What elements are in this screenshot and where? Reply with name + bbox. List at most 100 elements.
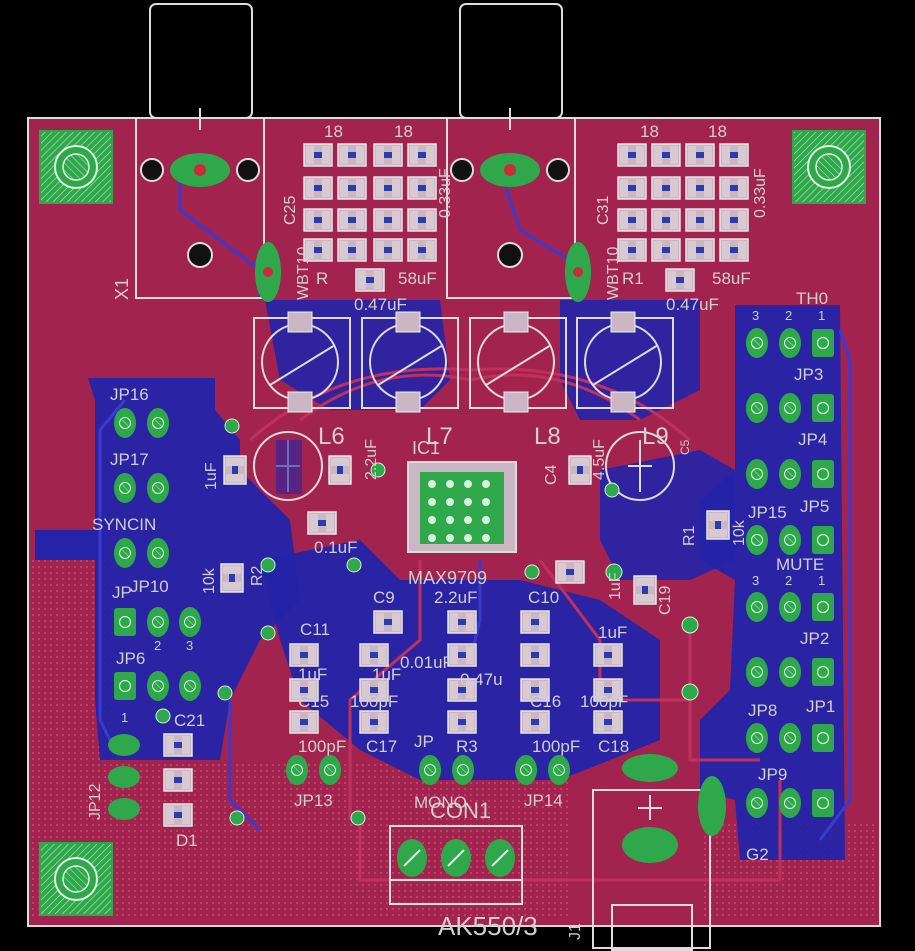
label-l7: L7	[426, 423, 453, 450]
header-pads-jp12	[108, 734, 140, 820]
label-jp10: JP10	[130, 577, 169, 596]
label-th0: TH0	[796, 289, 828, 308]
pin-label-2-left: 2	[154, 638, 161, 653]
pin-label-1-left: 1	[121, 710, 128, 725]
label-10k-left: 10k	[201, 567, 218, 594]
label-22uf-left: 2.2uF	[363, 439, 380, 480]
label-c19: C19	[657, 586, 674, 615]
rca-connector-left	[135, 3, 265, 299]
label-1uf-center: 1uF	[598, 623, 627, 642]
label-047uf-left: 0.47uF	[354, 295, 407, 314]
label-c18: C18	[598, 737, 629, 756]
inductor-l8	[469, 311, 567, 413]
label-con1: CON1	[430, 798, 491, 823]
label-58uf-right: 58uF	[712, 269, 751, 288]
label-jp: JP	[414, 732, 434, 751]
label-047uf-right: 0.47uF	[666, 295, 719, 314]
label-jp15: JP15	[748, 503, 787, 522]
label-jp3: JP3	[794, 365, 823, 384]
label-jp2: JP2	[800, 629, 829, 648]
mounting-hole-tl	[39, 130, 113, 204]
label-jp5: JP5	[800, 497, 829, 516]
label-l9: L9	[642, 423, 669, 450]
label-jp8: JP8	[748, 701, 777, 720]
label-1uf-b: 1uF	[372, 665, 401, 684]
rca-pads-left	[140, 153, 281, 302]
label-ic1: IC1	[412, 438, 440, 458]
label-l6: L6	[318, 423, 345, 450]
blue-pour-top-right	[560, 300, 700, 420]
label-c15: C15	[298, 692, 329, 711]
dotted-ground-bottom2	[120, 760, 570, 920]
label-c5: C5	[678, 439, 692, 455]
mounting-hole-bl	[39, 842, 113, 916]
label-100pf-c: 100pF	[298, 737, 346, 756]
rca-connector-right	[446, 3, 576, 299]
label-1uf-left: 1uF	[203, 462, 220, 490]
label-01uf: 0.1uF	[314, 538, 357, 557]
label-r1: R1	[681, 525, 698, 546]
label-1uf-right: 1uF	[607, 572, 624, 600]
inductor-l9	[576, 311, 674, 413]
label-033uf-left: 0.33uF	[437, 168, 454, 218]
label-10k-right: 10k	[731, 519, 748, 546]
label-18-b: 18	[394, 122, 413, 141]
label-c9: C9	[373, 588, 395, 607]
label-58uf-left: 58uF	[398, 269, 437, 288]
label-45uf: 4.5uF	[591, 439, 608, 480]
label-r2: R2	[249, 565, 266, 586]
label-max9709: MAX9709	[408, 568, 487, 588]
pin-label-1-right-b: 1	[818, 573, 825, 588]
blue-pour-right	[700, 305, 845, 860]
label-wbt-left: WBT10	[295, 247, 312, 300]
terminal-block-con1	[389, 825, 523, 905]
traces-bottom	[98, 169, 852, 841]
label-c4: C4	[543, 464, 560, 485]
label-18-d: 18	[708, 122, 727, 141]
label-22uf-center: 2.2uF	[434, 588, 477, 607]
label-r-left: R	[316, 269, 328, 288]
pin-label-3-left: 3	[186, 638, 193, 653]
label-mono: MONO	[414, 793, 467, 812]
label-jp1: JP1	[806, 697, 835, 716]
pin-label-2-right: 2	[785, 308, 792, 323]
label-100pf-b: 100pF	[580, 692, 628, 711]
label-100pf-a: 100pF	[350, 692, 398, 711]
label-ak550: AK550/3	[438, 911, 538, 941]
label-jp9: JP9	[758, 765, 787, 784]
label-jp4: JP4	[798, 430, 827, 449]
label-jp6: JP6	[116, 649, 145, 668]
label-x1: X1	[112, 278, 132, 300]
label-jp-left: JP	[112, 583, 132, 602]
pin-label-3-right-b: 3	[752, 573, 759, 588]
inductor-l6	[253, 311, 351, 413]
electrolytic-cap-left	[253, 431, 323, 501]
label-1uf-a: 1uF	[298, 665, 327, 684]
mounting-hole-tr	[792, 130, 866, 204]
label-jp12: JP12	[87, 783, 104, 820]
label-c16: C16	[530, 692, 561, 711]
label-r-right: R1	[622, 269, 644, 288]
pin-label-1-right: 1	[818, 308, 825, 323]
label-syncin: SYNCIN	[92, 515, 156, 534]
label-r3: R3	[456, 737, 478, 756]
label-jp14: JP14	[524, 791, 563, 810]
label-wbt-right: WBT10	[605, 247, 622, 300]
label-j1: J1	[567, 923, 584, 940]
pin-label-3-right: 3	[752, 308, 759, 323]
label-c31: C31	[595, 196, 612, 225]
label-047u: 0.47u	[460, 670, 503, 689]
vias	[155, 418, 699, 826]
rca-pads-right	[450, 153, 591, 302]
pin-label-2-right-b: 2	[785, 573, 792, 588]
label-001uf: 0.01uF	[400, 653, 453, 672]
label-g2: G2	[746, 845, 769, 864]
label-c10: C10	[528, 588, 559, 607]
blue-pour-mid	[600, 450, 735, 580]
dc-jack-j1	[592, 754, 726, 951]
silkscreen-labels: X1 C25 WBT10 R 58uF 0.47uF 18 18 0.33uF …	[87, 122, 835, 941]
label-033uf-right: 0.33uF	[752, 168, 769, 218]
label-l8: L8	[534, 423, 561, 450]
label-c21: C21	[174, 711, 205, 730]
